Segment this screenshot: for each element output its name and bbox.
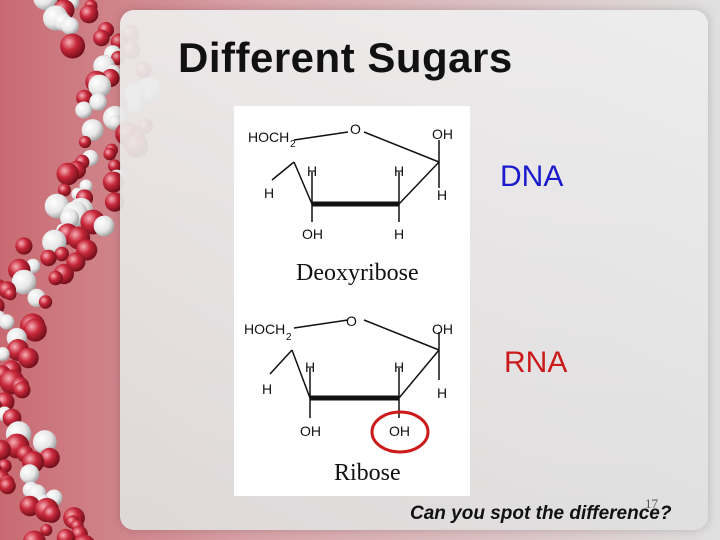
difference-highlight-circle [370,410,430,454]
sugar-structures-figure: O HOCH 2 OH H H H H OH H Deoxyribose [234,106,470,496]
c1-lower-h-label: H [437,187,447,203]
c5-subscript-label: 2 [290,139,296,150]
c1-upper-h-label: H [394,163,404,179]
decorative-bead [23,318,47,342]
decorative-bead [38,295,53,309]
decorative-bead [78,135,92,149]
ribose-caption: Ribose [334,460,401,486]
decorative-bead [23,530,46,540]
decorative-bead [13,381,31,399]
decorative-bead [104,192,125,212]
c3-group-label: OH [302,226,323,242]
decorative-bead [74,534,95,540]
decorative-bead [93,215,115,237]
c2-group-label: OH [389,423,410,439]
decorative-bead [102,171,124,193]
c1-group-label: OH [432,126,453,142]
ring-oxygen-label: O [346,313,357,329]
decorative-bead [56,528,75,540]
slide-title: Different Sugars [178,34,513,81]
decorative-bead [42,505,61,523]
decorative-bead [40,524,53,536]
decorative-bead [0,477,16,495]
decorative-bead [108,159,122,173]
decorative-bead [39,447,60,469]
decorative-bead [60,208,80,228]
decorative-bead [89,93,107,111]
c1-lower-h-label: H [437,385,447,401]
c5-subscript-label: 2 [286,332,292,343]
decorative-bead [0,459,12,473]
c1-group-label: OH [432,321,453,337]
c5-group-label: HOCH [244,321,285,337]
decorative-bead [48,270,63,286]
decorative-bead [103,147,117,161]
c4-upper-h-label: H [305,359,315,375]
rna-label: RNA [504,346,568,379]
decorative-bead [0,314,15,330]
deoxyribose-structure: O HOCH 2 OH H H H H OH H Deoxyribose [248,121,453,286]
deoxyribose-caption: Deoxyribose [296,260,419,286]
decorative-bead [40,249,57,267]
c4-lower-h-label: H [264,185,274,201]
decorative-bead [56,162,80,186]
decorative-bead [57,183,71,197]
c3-group-label: OH [300,423,321,439]
decorative-bead [79,4,99,24]
decorative-bead [79,179,93,193]
dna-label: DNA [500,160,564,193]
decorative-bead [0,347,10,361]
decorative-bead [4,287,17,301]
c2-group-label: H [394,226,404,242]
decorative-bead [54,246,69,262]
ribose-structure: O HOCH 2 OH H H H H OH OH Ribose [244,313,453,486]
page-number: 17 [645,496,658,511]
c4-upper-h-label: H [307,163,317,179]
decorative-bead [93,29,110,47]
decorative-bead [15,237,33,255]
decorative-bead [18,347,39,369]
ring-oxygen-label: O [350,121,361,137]
c4-lower-h-label: H [262,381,272,397]
decorative-bead [60,33,86,59]
decorative-bead [61,17,79,35]
decorative-bead [11,269,37,295]
decorative-bead [0,298,5,314]
decorative-bead [19,464,40,484]
decorative-bead [75,101,93,119]
decorative-bead [76,89,93,107]
decorative-bead [0,439,11,461]
c1-upper-h-label: H [394,359,404,375]
c5-group-label: HOCH [248,129,289,145]
decorative-bead [81,119,104,141]
decorative-bead [88,74,112,98]
spot-difference-question: Can you spot the difference? [410,503,672,524]
